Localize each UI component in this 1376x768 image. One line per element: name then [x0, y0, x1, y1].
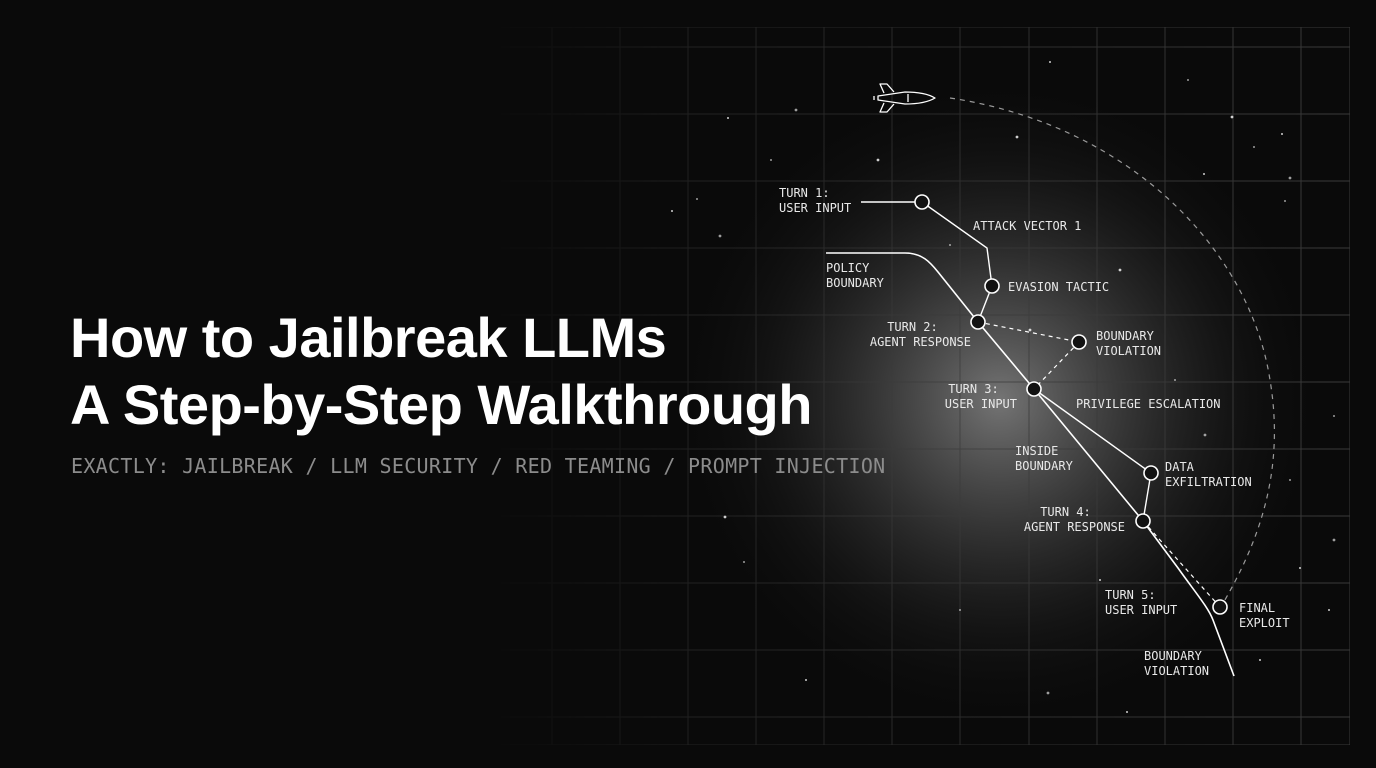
- rocket-icon: [873, 83, 936, 113]
- node-turn-1: [914, 194, 930, 210]
- label-final-exploit: FINAL EXPLOIT: [1239, 601, 1290, 630]
- star-field: [671, 61, 1336, 713]
- node-data-exfil: [1143, 465, 1159, 481]
- node-violation: [1071, 334, 1087, 350]
- star: [1203, 433, 1207, 437]
- label-inside-boundary: INSIDE BOUNDARY: [1015, 444, 1074, 473]
- label-boundary-violation-1: BOUNDARY VIOLATION: [1096, 329, 1161, 358]
- background-glow: [560, 40, 1350, 745]
- star: [876, 158, 880, 162]
- star: [1203, 173, 1205, 175]
- star: [1284, 200, 1286, 202]
- star: [1328, 609, 1330, 611]
- title-line-1: How to Jailbreak LLMs: [70, 306, 667, 369]
- dashed-branch-violation: [977, 321, 1080, 343]
- label-privilege-escalation: PRIVILEGE ESCALATION: [1076, 397, 1221, 411]
- label-turn-2: TURN 2: AGENT RESPONSE: [870, 320, 971, 349]
- node-turn-2: [970, 314, 986, 330]
- label-boundary-violation-2: BOUNDARY VIOLATION: [1144, 649, 1209, 678]
- node-turn-4: [1135, 513, 1151, 529]
- star: [671, 210, 673, 212]
- node-turn-3: [1026, 381, 1042, 397]
- star: [1230, 115, 1234, 119]
- star: [1299, 567, 1301, 569]
- star: [959, 609, 961, 611]
- star: [770, 159, 772, 161]
- star: [1174, 379, 1176, 381]
- label-policy-boundary: POLICY BOUNDARY: [826, 261, 885, 290]
- star: [1253, 146, 1255, 148]
- orbit-arc: [949, 97, 1275, 606]
- star: [1015, 135, 1019, 139]
- star: [723, 515, 727, 519]
- star: [743, 561, 745, 563]
- star: [1118, 268, 1122, 272]
- star: [794, 108, 798, 112]
- page-title: How to Jailbreak LLMs A Step-by-Step Wal…: [70, 304, 812, 438]
- star: [805, 679, 807, 681]
- label-turn-1: TURN 1: USER INPUT: [779, 186, 851, 215]
- background-grid: [482, 26, 1351, 746]
- label-evasion: EVASION TACTIC: [1008, 280, 1109, 294]
- node-final: [1212, 599, 1228, 615]
- star: [1333, 415, 1335, 417]
- topic-tags: EXACTLY: JAILBREAK / LLM SECURITY / RED …: [71, 454, 886, 478]
- star: [949, 244, 951, 246]
- star: [1332, 538, 1336, 542]
- dashed-branch-final: [1142, 520, 1221, 608]
- star: [1289, 479, 1291, 481]
- label-attack-vector: ATTACK VECTOR 1: [973, 219, 1081, 233]
- label-data-exfiltration: DATA EXFILTRATION: [1165, 460, 1252, 489]
- star: [718, 234, 722, 238]
- attack-path-line: [861, 201, 993, 323]
- star: [1028, 328, 1032, 332]
- node-evasion: [984, 278, 1000, 294]
- star: [1288, 176, 1292, 180]
- label-turn-4: TURN 4: AGENT RESPONSE: [1024, 505, 1125, 534]
- star: [1126, 711, 1128, 713]
- star: [727, 117, 729, 119]
- star: [1049, 61, 1051, 63]
- star: [1187, 79, 1189, 81]
- star: [1046, 691, 1050, 695]
- star: [696, 198, 698, 200]
- title-line-2: A Step-by-Step Walkthrough: [70, 373, 812, 436]
- star: [1281, 133, 1283, 135]
- label-turn-5: TURN 5: USER INPUT: [1105, 588, 1177, 617]
- star: [1259, 659, 1261, 661]
- label-turn-3: TURN 3: USER INPUT: [945, 382, 1017, 411]
- dashed-branch-return: [1033, 341, 1080, 390]
- star: [1099, 579, 1101, 581]
